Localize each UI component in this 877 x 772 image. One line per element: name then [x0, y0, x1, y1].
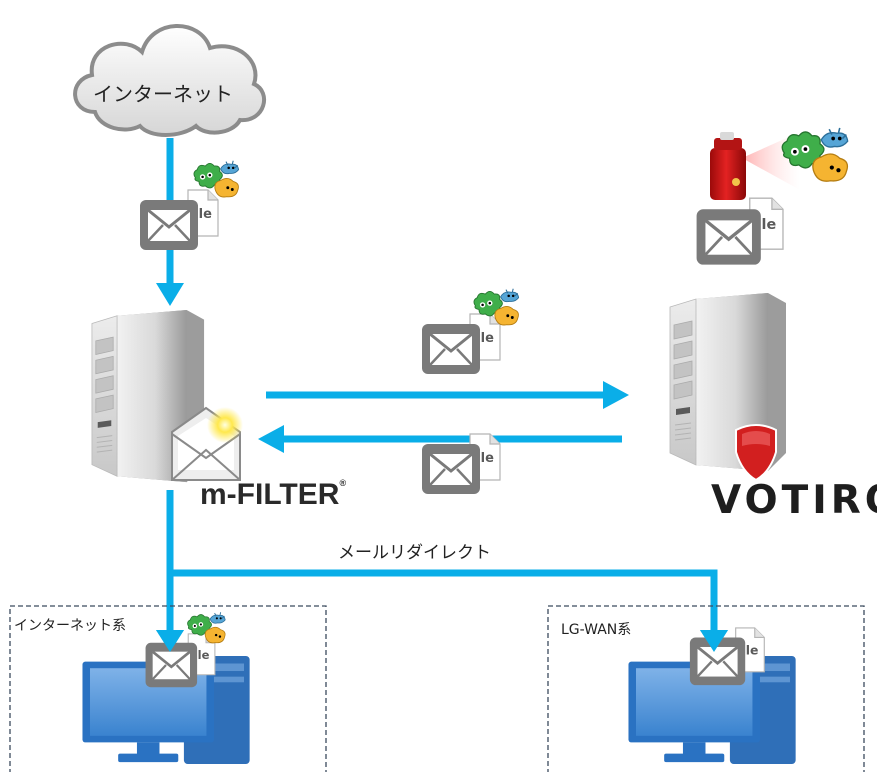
- internet-zone-label: インターネット系: [14, 618, 126, 634]
- mfilter-logo-text: m-FILTER: [200, 478, 340, 511]
- arrowhead-left: [258, 425, 284, 453]
- mfilter-registered-mark: ®: [339, 478, 347, 488]
- votiro-logo: VOTIRO✔: [711, 478, 877, 523]
- arrowhead-down-right-top: [700, 630, 728, 652]
- votiro-shield-icon: [735, 424, 777, 482]
- arrowhead-down-left-top: [156, 630, 184, 652]
- arrowhead-right: [603, 381, 629, 409]
- arrow-mail-redirect: [170, 569, 718, 638]
- arrows: [166, 138, 718, 638]
- internet-cloud: [73, 24, 266, 137]
- mail-file-icon-to-votiro: [420, 312, 502, 376]
- mfilter-mail-icon: [171, 406, 243, 481]
- votiro-logo-text: VOTIRO: [711, 478, 877, 523]
- mail-file-icon-votiro: [694, 196, 785, 267]
- arrowhead-down-top: [156, 283, 184, 306]
- mail-redirect-label: メールリダイレクト: [338, 543, 491, 563]
- mail-file-icon-inbound: [138, 188, 220, 252]
- internet-label: インターネット: [93, 82, 233, 106]
- mail-file-icon-clean-return: [420, 432, 502, 496]
- lgwan-zone-label: LG-WAN系: [561, 622, 632, 638]
- mfilter-logo: m-FILTER®: [200, 478, 346, 512]
